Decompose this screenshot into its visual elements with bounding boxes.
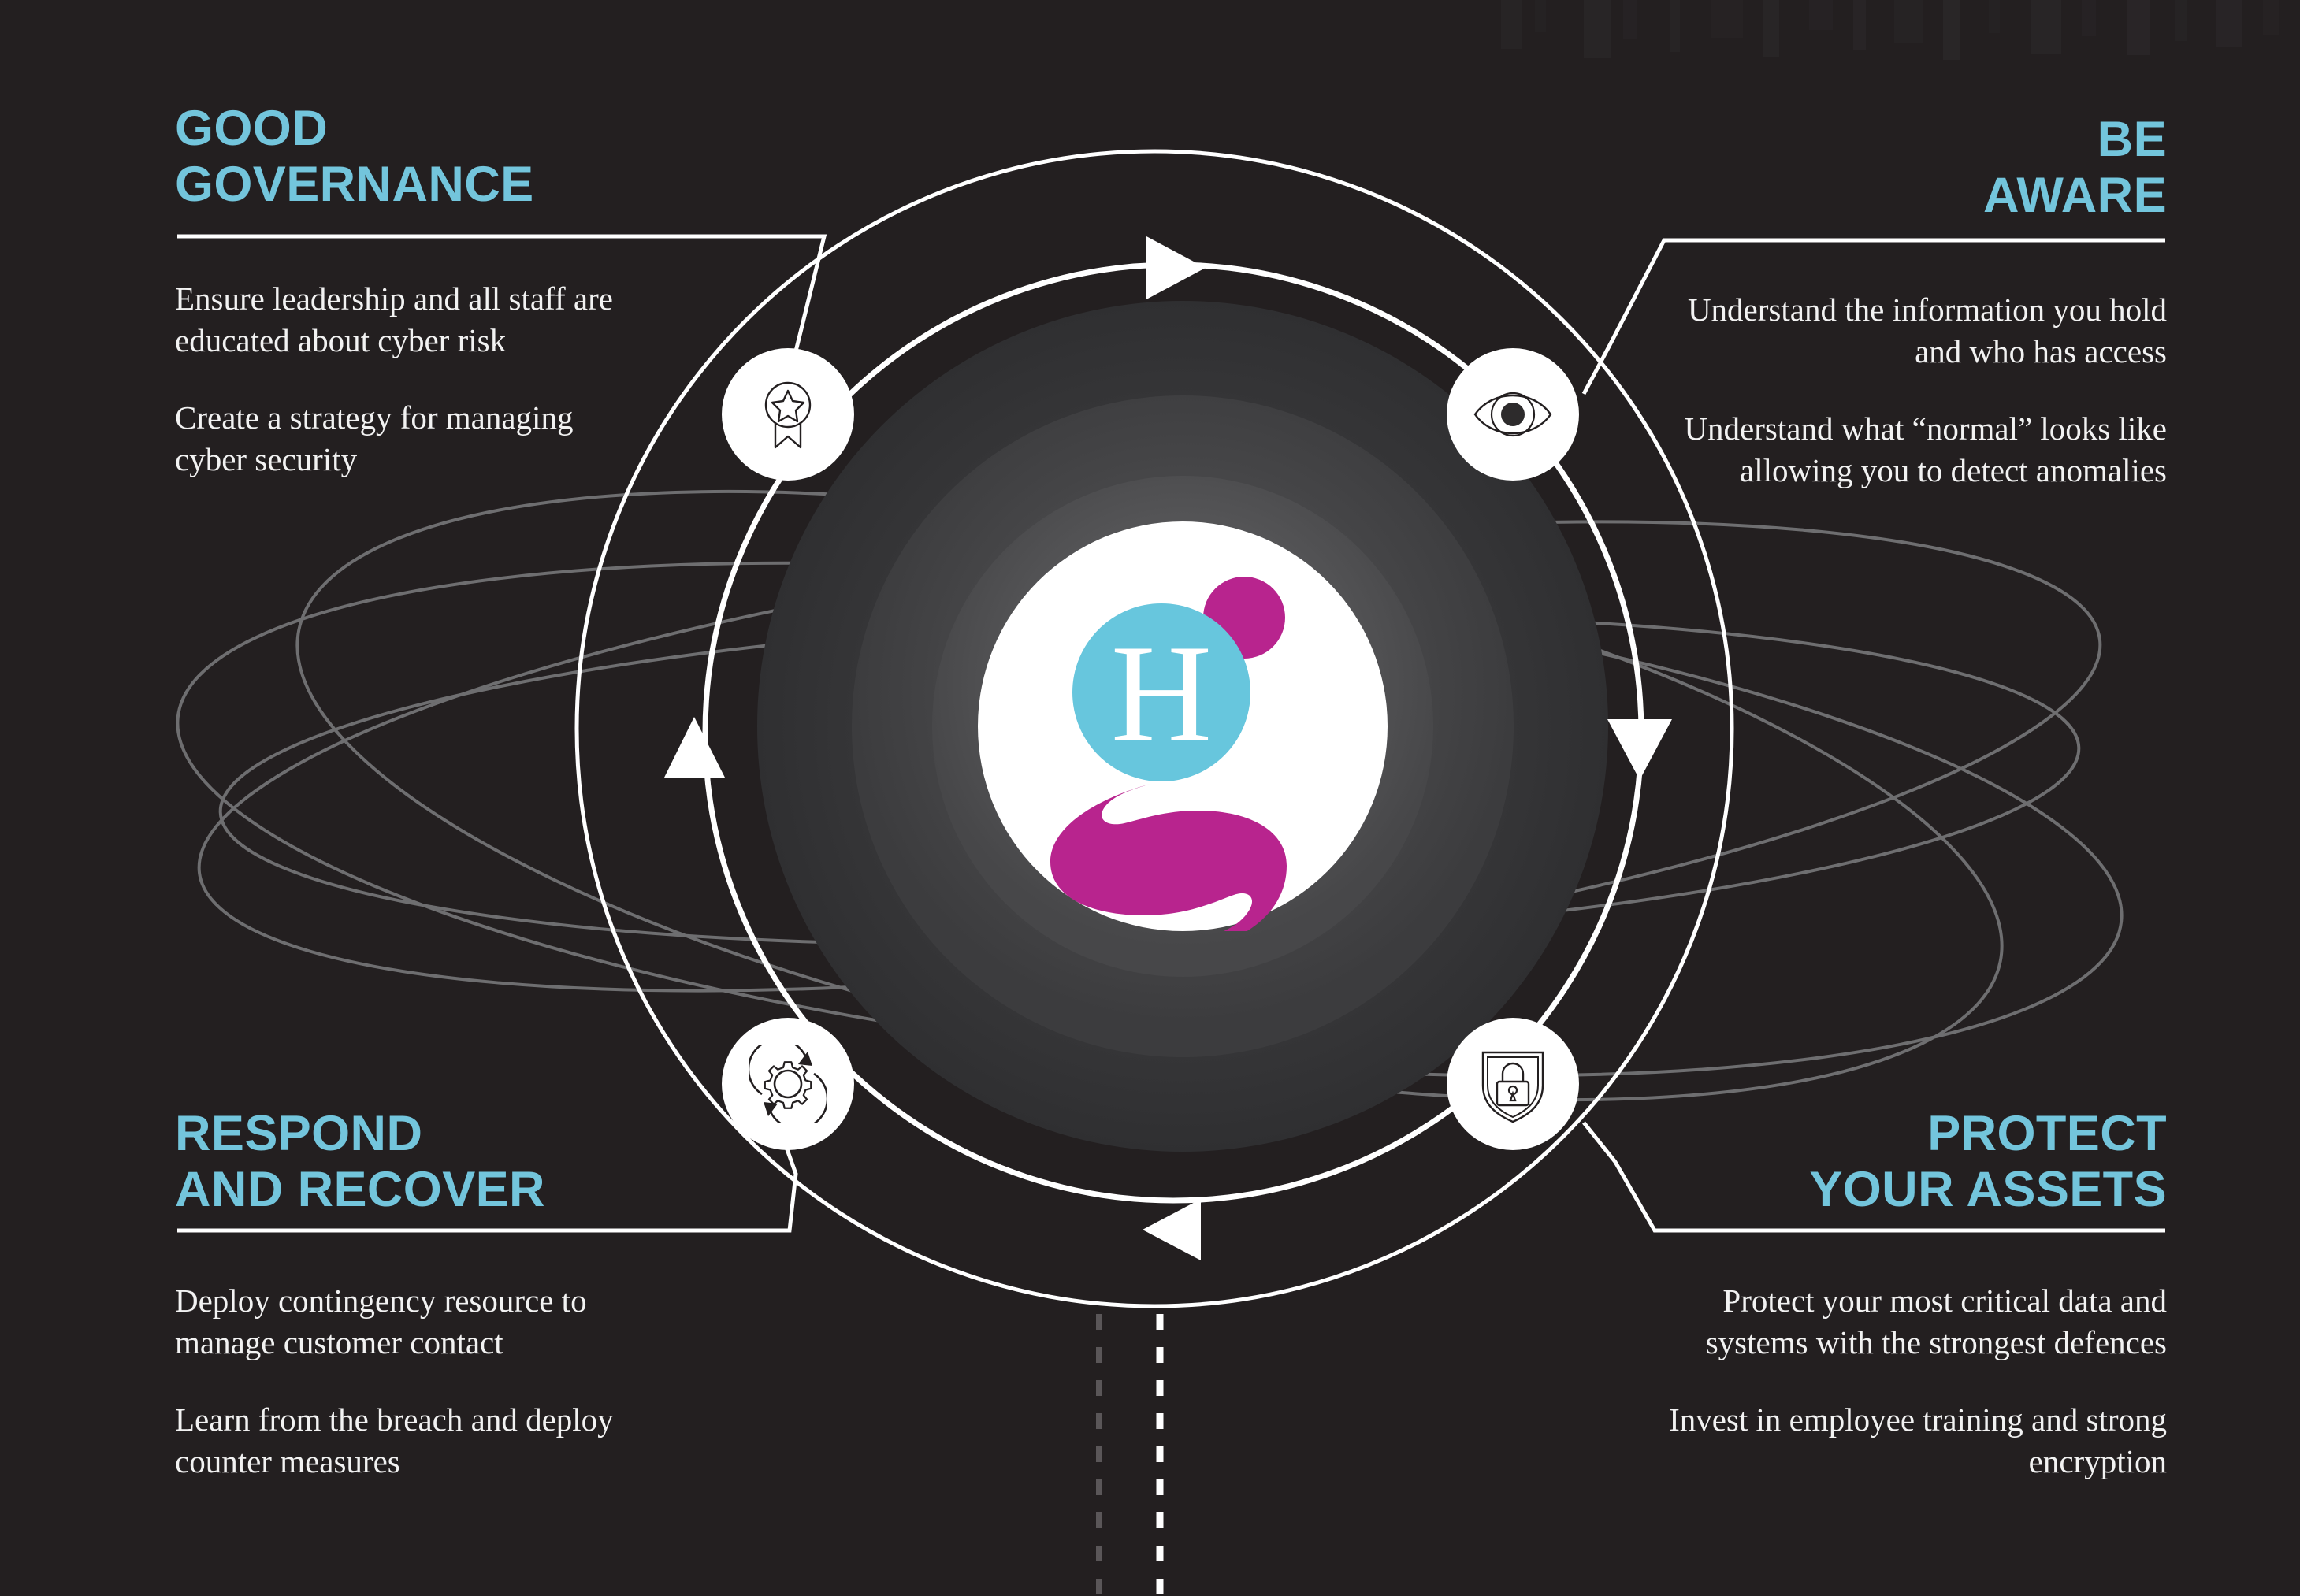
bullet-text: Ensure leadership and all staff are educ… <box>175 280 613 359</box>
bullet-text: Learn from the breach and deploy counter… <box>175 1401 614 1479</box>
logo-letter-h: H <box>1111 615 1213 771</box>
badge-good-governance[interactable] <box>722 348 854 481</box>
badge-be-aware[interactable] <box>1447 348 1579 481</box>
avatar: H <box>978 521 1388 931</box>
top-texture-bars <box>1501 0 2279 60</box>
quadrant-good-governance: GOOD GOVERNANCE Ensure leadership and al… <box>175 101 648 481</box>
award-medal-icon <box>764 381 812 449</box>
hiscox-g-logo-mark: H <box>1050 570 1287 931</box>
cycle-arrow-left <box>664 717 725 778</box>
bullet-text: Create a strategy for managing cyber sec… <box>175 399 574 477</box>
cycle-arrow-right <box>1607 719 1672 780</box>
logo-cyan-circle <box>1072 603 1250 781</box>
bullet-text: Invest in employee training and strong e… <box>1669 1401 2167 1479</box>
quadrant-respond-and-recover: RESPOND AND RECOVER Deploy contingency r… <box>175 1106 679 1483</box>
connector-be-aware <box>1581 238 2165 395</box>
bullet-text: Deploy contingency resource to manage cu… <box>175 1282 587 1361</box>
quadrant-title-respond-and-recover: RESPOND AND RECOVER <box>175 1106 545 1217</box>
bullet-text: Understand the information you hold and … <box>1687 291 2167 370</box>
quadrant-protect-your-assets: PROTECT YOUR ASSETS Protect your most cr… <box>1647 1106 2167 1483</box>
quadrant-body-good-governance: Ensure leadership and all staff are educ… <box>175 278 648 481</box>
bullet-text: Understand what “normal” looks like allo… <box>1684 410 2167 488</box>
eye-icon <box>1473 392 1552 437</box>
connector-protect-assets <box>1582 1121 2165 1233</box>
gear-refresh-icon <box>749 1045 827 1123</box>
shield-lock-icon <box>1481 1051 1544 1123</box>
outer-ring <box>574 149 1734 1308</box>
quadrant-title-be-aware: BE AWARE <box>1982 112 2167 223</box>
quadrant-body-protect-your-assets: Protect your most critical data and syst… <box>1647 1280 2167 1483</box>
quadrant-body-respond-and-recover: Deploy contingency resource to manage cu… <box>175 1280 679 1483</box>
badge-respond-recover[interactable] <box>722 1018 854 1150</box>
quadrant-title-protect-your-assets: PROTECT YOUR ASSETS <box>1809 1106 2167 1217</box>
quadrant-title-good-governance: GOOD GOVERNANCE <box>175 101 534 212</box>
badge-protect-assets[interactable] <box>1447 1018 1579 1150</box>
logo-magenta-tail <box>1050 784 1287 931</box>
quadrant-be-aware: BE AWARE Understand the information you … <box>1647 112 2167 492</box>
cycle-arrow-bottom <box>1143 1199 1201 1260</box>
cycle-arrow-top <box>1146 236 1206 299</box>
bullet-text: Protect your most critical data and syst… <box>1705 1282 2167 1361</box>
quadrant-body-be-aware: Understand the information you hold and … <box>1647 289 2167 492</box>
